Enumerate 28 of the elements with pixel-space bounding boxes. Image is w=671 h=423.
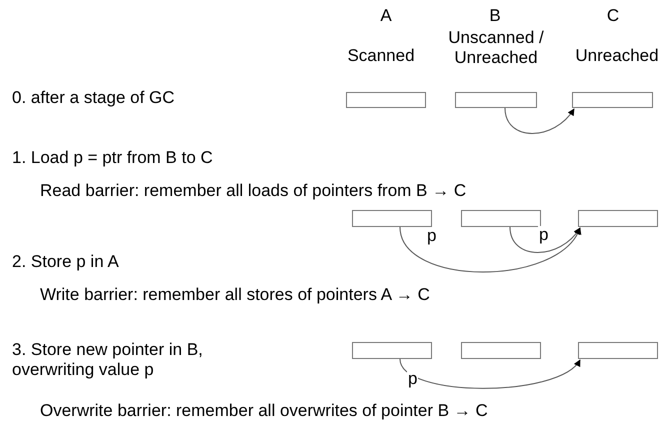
memory-box	[455, 92, 537, 108]
memory-box	[578, 210, 658, 227]
memory-box	[352, 342, 432, 359]
step-text: 0. after a stage of GC	[12, 88, 175, 108]
column-letter: A	[379, 6, 393, 26]
step-text: 1. Load p = ptr from B to C	[12, 148, 213, 168]
curved-arrow	[504, 108, 574, 134]
memory-box	[461, 342, 541, 359]
memory-box	[352, 210, 432, 227]
edge-label: p	[407, 370, 418, 387]
step-text: Write barrier: remember all stores of pointers A → C	[40, 285, 430, 306]
curved-arrow	[400, 226, 580, 272]
column-heading: Unreached	[574, 46, 660, 66]
memory-box	[346, 92, 426, 108]
step-text: 3. Store new pointer in B, overwriting value p	[12, 340, 204, 381]
step-text: Read barrier: remember all loads of pointers from B → C	[40, 181, 466, 202]
memory-box	[572, 92, 653, 108]
column-letter: C	[606, 6, 620, 26]
column-letter: B	[488, 6, 502, 26]
curved-arrow	[510, 226, 580, 253]
step-text: Overwrite barrier: remember all overwrites of pointer B → C	[40, 401, 488, 422]
memory-box	[461, 210, 541, 227]
column-heading: Scanned	[346, 46, 416, 66]
edge-label: p	[538, 226, 550, 243]
memory-box	[578, 342, 658, 359]
curved-arrow	[400, 358, 580, 389]
step-text: 2. Store p in A	[12, 252, 119, 272]
column-heading: Unscanned / Unreached	[447, 28, 545, 69]
